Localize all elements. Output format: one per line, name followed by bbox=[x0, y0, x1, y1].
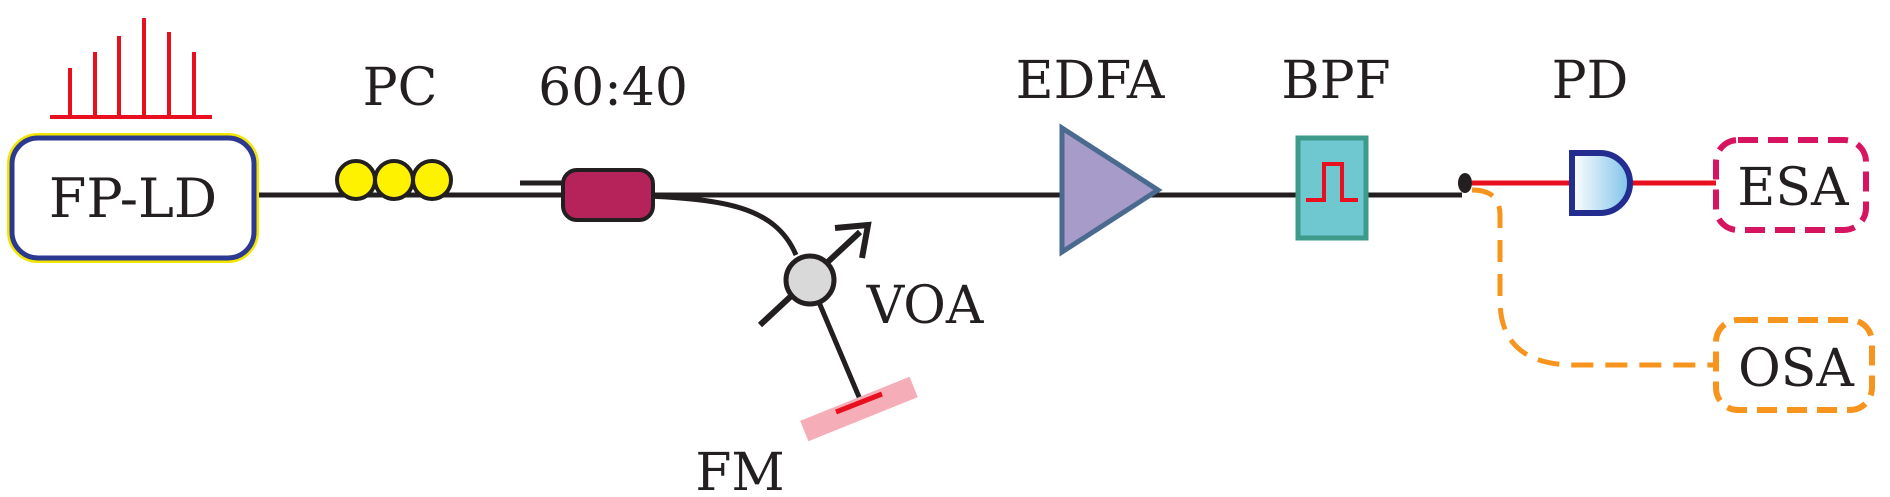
optical-path-osa bbox=[1471, 187, 1716, 368]
esa-box bbox=[1713, 137, 1869, 233]
fiber-to-mirror bbox=[815, 299, 865, 405]
faraday-mirror bbox=[800, 376, 918, 442]
coupler-60-40 bbox=[561, 168, 655, 222]
laser-spectrum-icon bbox=[50, 18, 212, 119]
fp-ld-label: FP-LD bbox=[49, 167, 217, 230]
edfa-amplifier bbox=[1059, 123, 1163, 257]
esa-label: ESA bbox=[1737, 158, 1850, 218]
pd-label: PD bbox=[1552, 51, 1629, 111]
coupler-label: 60:40 bbox=[538, 58, 688, 118]
fp-ld-laser: FP-LD bbox=[7, 133, 259, 263]
osa-box bbox=[1713, 317, 1875, 413]
photodetector bbox=[1569, 150, 1633, 216]
pc-label: PC bbox=[363, 58, 438, 118]
bpf-label: BPF bbox=[1281, 51, 1390, 111]
bandpass-icon bbox=[1306, 162, 1358, 202]
fiber-branch bbox=[649, 193, 799, 256]
fm-label: FM bbox=[695, 443, 784, 497]
voa-attenuator bbox=[757, 221, 872, 328]
voa-label: VOA bbox=[866, 276, 985, 336]
splitter-node bbox=[1458, 173, 1472, 193]
polarization-controller bbox=[335, 159, 453, 201]
osa-label: OSA bbox=[1738, 339, 1855, 399]
edfa-label: EDFA bbox=[1016, 51, 1166, 111]
bpf-filter bbox=[1295, 135, 1369, 241]
